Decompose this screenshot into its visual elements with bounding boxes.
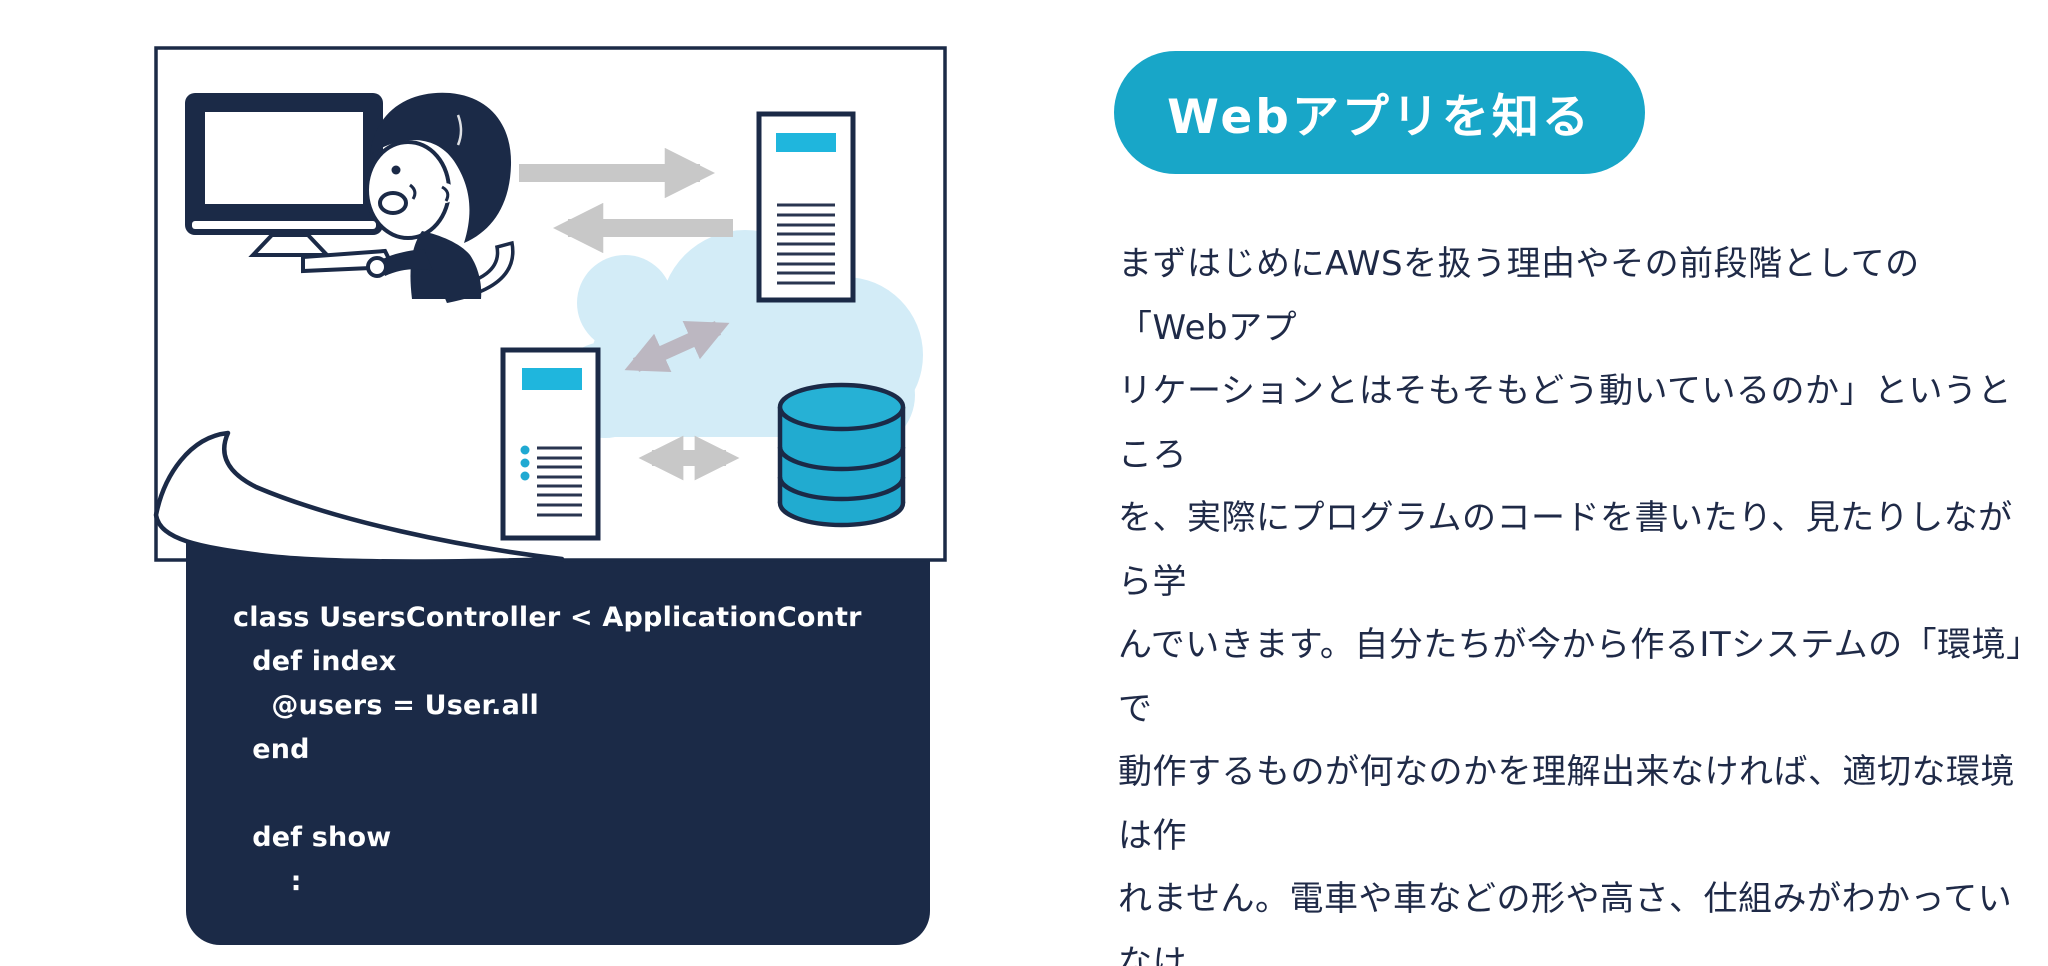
webapp-illustration-canvas: [153, 46, 947, 945]
web-server-icon: [756, 111, 856, 303]
webapp-illustration: class UsersController < ApplicationContr…: [153, 46, 947, 945]
code-snippet: class UsersController < ApplicationContr…: [233, 602, 862, 897]
section-content: Webアプリを知る まずはじめにAWSを扱う理由やその前段階としての「Webアプ…: [1114, 51, 2044, 966]
monitor-icon: [185, 93, 383, 257]
sync-arrow-icon: [624, 320, 730, 373]
code-panel-background: [186, 460, 930, 945]
section-badge-label: Webアプリを知る: [1167, 90, 1592, 145]
database-icon: [777, 382, 906, 528]
section-badge: Webアプリを知る: [1114, 51, 1645, 174]
page-curl-icon: [153, 430, 565, 564]
user-icon: [365, 92, 515, 303]
app-server-icon: [500, 347, 601, 541]
section-paragraph: まずはじめにAWSを扱う理由やその前段階としての「Webアプ リケーションとはそ…: [1118, 244, 2024, 966]
